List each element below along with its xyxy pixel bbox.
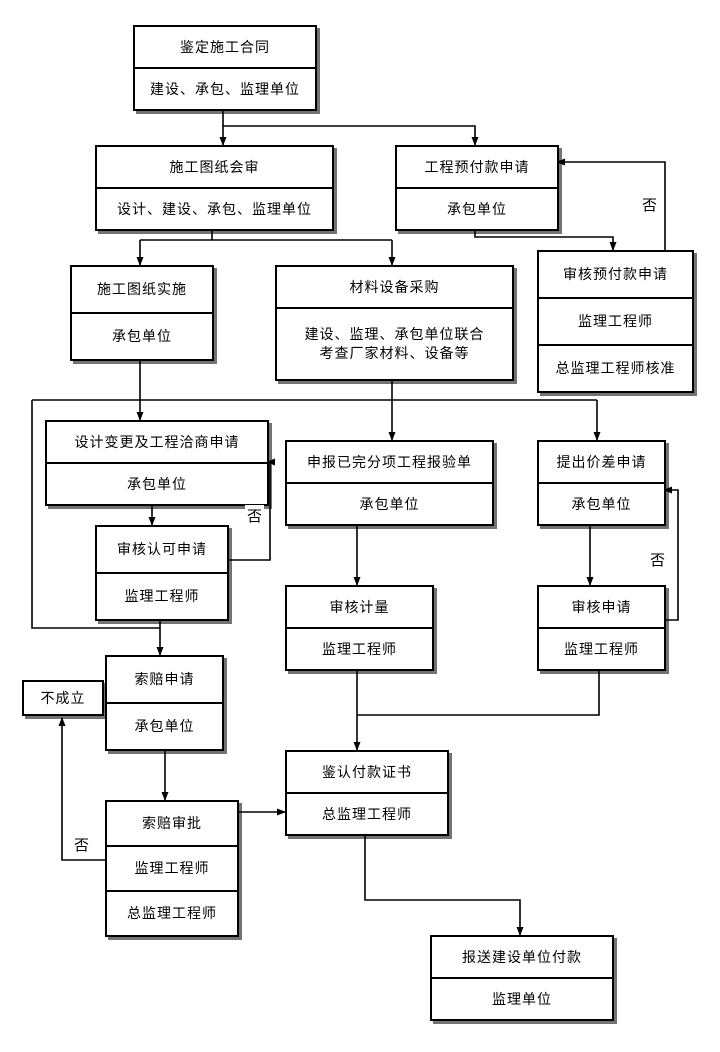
node-contract-signing: 鉴定施工合同 建设、承包、监理单位: [133, 25, 317, 111]
node-application-audit: 审核申请 监理工程师: [537, 585, 666, 671]
node-role: 承包单位: [397, 187, 557, 229]
node-drawing-joint-review: 施工图纸会审 设计、建设、承包、监理单位: [95, 145, 334, 231]
node-role-line: 考查厂家材料、设备等: [319, 345, 470, 361]
label-no: 否: [648, 549, 668, 570]
node-claim-application: 索赔申请 承包单位: [105, 655, 224, 751]
node-submit-payment-to-client: 报送建设单位付款 监理单位: [430, 935, 614, 1021]
node-title: 施工图纸会审: [169, 158, 260, 175]
node-material-equipment-procurement: 材料设备采购 建设、监理、承包单位联合 考查厂家材料、设备等: [275, 265, 514, 381]
node-approval-audit: 审核认可申请 监理工程师: [95, 525, 229, 621]
node-title: 审核认可申请: [117, 541, 207, 558]
node-role: 承包单位: [287, 482, 492, 524]
node-title: 鉴认付款证书: [322, 763, 412, 780]
node-role: 总监理工程师核准: [539, 344, 692, 391]
node-role: 承包单位: [539, 482, 664, 524]
node-role: 监理单位: [432, 977, 612, 1019]
node-title: 提出价差申请: [556, 453, 647, 470]
connector-contract-to-prepay-apply: [223, 125, 479, 146]
node-claim-not-established: 不成立: [22, 680, 104, 716]
node-role: 建设、承包、监理单位: [135, 67, 315, 109]
node-title: 鉴定施工合同: [180, 38, 270, 55]
node-completed-item-inspection-report: 申报已完分项工程报验单 承包单位: [285, 440, 494, 526]
node-title: 审核计量: [329, 598, 390, 615]
node-role: 监理工程师: [287, 627, 432, 669]
node-title: 工程预付款申请: [424, 158, 530, 175]
node-prepayment-audit: 审核预付款申请 监理工程师 总监理工程师核准: [537, 250, 694, 393]
node-role: 设计、建设、承包、监理单位: [97, 187, 332, 229]
label-no: 否: [72, 834, 92, 855]
node-price-difference-application: 提出价差申请 承包单位: [537, 440, 666, 526]
node-role: 承包单位: [47, 462, 267, 504]
node-title: 报送建设单位付款: [462, 948, 582, 965]
label-no: 否: [245, 505, 265, 526]
node-prepayment-application: 工程预付款申请 承包单位: [395, 145, 559, 231]
connector-paymentcert-to-sendpayment: [364, 832, 524, 936]
node-role: 总监理工程师: [107, 890, 237, 935]
node-title: 索赔申请: [134, 671, 195, 688]
node-design-change-application: 设计变更及工程洽商申请 承包单位: [45, 420, 269, 506]
node-title: 材料设备采购: [349, 278, 440, 295]
node-title: 审核预付款申请: [563, 266, 668, 283]
node-role: 总监理工程师: [287, 792, 447, 834]
node-role: 承包单位: [72, 312, 212, 359]
node-role: 监理工程师: [539, 627, 664, 669]
node-claim-approval: 索赔审批 监理工程师 总监理工程师: [105, 800, 239, 937]
node-title: 不成立: [40, 689, 86, 706]
node-role-line: 建设、监理、承包单位联合: [304, 326, 485, 343]
node-role: 监理工程师: [539, 297, 692, 344]
label-no: 否: [640, 194, 660, 215]
node-title: 索赔审批: [142, 815, 202, 832]
node-role: 监理工程师: [97, 572, 227, 619]
node-title: 施工图纸实施: [97, 281, 187, 298]
node-role: 建设、监理、承包单位联合 考查厂家材料、设备等: [277, 307, 512, 379]
node-payment-certificate: 鉴认付款证书 总监理工程师: [285, 750, 449, 836]
node-drawing-implementation: 施工图纸实施 承包单位: [70, 265, 214, 361]
node-measurement-audit: 审核计量 监理工程师: [285, 585, 434, 671]
node-role: 监理工程师: [107, 845, 237, 890]
node-title: 设计变更及工程洽商申请: [74, 433, 240, 450]
node-role: 承包单位: [107, 702, 222, 749]
node-title: 申报已完分项工程报验单: [307, 453, 472, 470]
node-title: 审核申请: [571, 598, 632, 615]
